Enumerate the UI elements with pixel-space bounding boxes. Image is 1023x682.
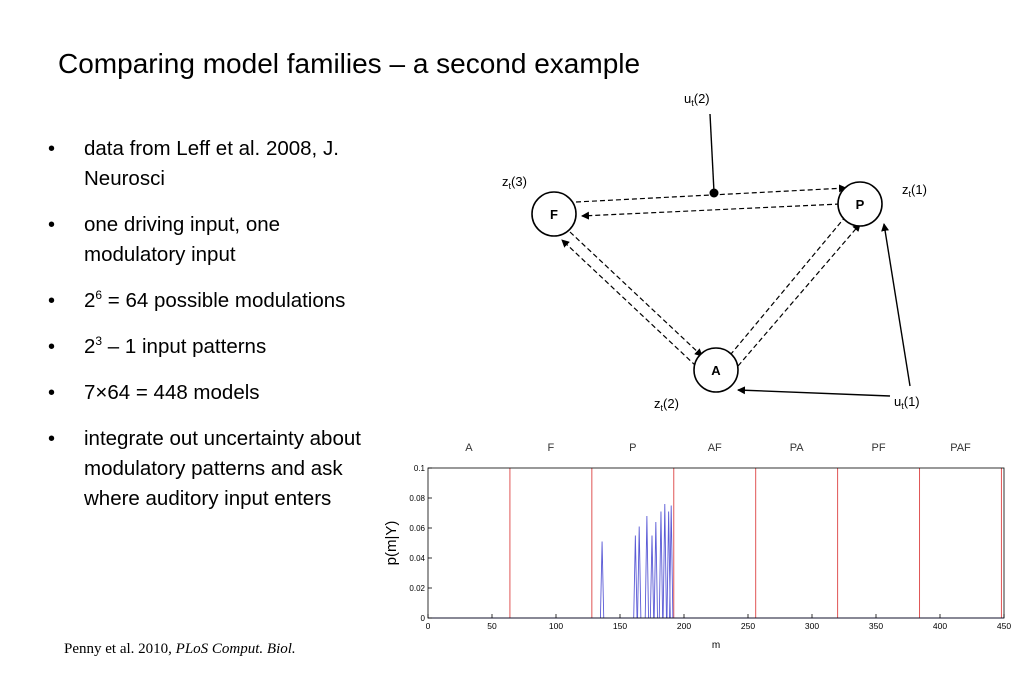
modulation-dot bbox=[709, 188, 719, 198]
bullet-item: one driving input, one modulatory input bbox=[44, 210, 364, 270]
family-label: F bbox=[548, 442, 555, 454]
x-tick-label: 250 bbox=[741, 621, 755, 631]
x-axis-label: m bbox=[712, 640, 720, 651]
x-tick-label: 300 bbox=[805, 621, 819, 631]
family-label: AF bbox=[708, 442, 722, 454]
input-label-u2: ut(2) bbox=[684, 91, 710, 108]
probability-peak bbox=[637, 526, 642, 619]
node-a: A bbox=[693, 347, 739, 393]
bullet-text: 7×64 = 448 models bbox=[84, 381, 260, 404]
y-tick-label: 0.04 bbox=[409, 554, 425, 563]
bullet-base: 2 bbox=[84, 289, 96, 312]
probability-peak bbox=[644, 515, 649, 619]
probability-peak bbox=[599, 541, 605, 619]
x-tick-label: 450 bbox=[997, 621, 1011, 631]
driving-input-to-p bbox=[881, 223, 911, 387]
y-tick-label: 0.1 bbox=[414, 464, 426, 473]
bullet-text: one driving input, one modulatory input bbox=[84, 213, 281, 266]
citation: Penny et al. 2010, PLoS Comput. Biol. bbox=[64, 641, 296, 658]
connection-f-to-a bbox=[569, 231, 703, 357]
region-input-label-f: zt(3) bbox=[502, 174, 527, 191]
family-label: PAF bbox=[950, 442, 971, 454]
bullet-rest: = 64 possible modulations bbox=[102, 289, 346, 312]
dcm-network-diagram: ut(2) ut(1) F P A zt(3) zt(1) zt(2) bbox=[502, 91, 927, 413]
probability-peak bbox=[649, 535, 655, 619]
input-label-u1: ut(1) bbox=[894, 394, 920, 411]
bullet-text: data from Leff et al. 2008, J. Neurosci bbox=[84, 137, 339, 190]
region-input-label-a: zt(2) bbox=[654, 396, 679, 413]
x-tick-label: 200 bbox=[677, 621, 691, 631]
bullet-exponent: 3 bbox=[95, 334, 103, 349]
x-tick-label: 150 bbox=[613, 621, 627, 631]
y-tick-label: 0.06 bbox=[409, 524, 425, 533]
x-tick-label: 100 bbox=[549, 621, 563, 631]
connection-a-to-p bbox=[737, 223, 861, 367]
probability-peak bbox=[633, 535, 638, 619]
x-tick-label: 350 bbox=[869, 621, 883, 631]
connection-p-to-f bbox=[581, 203, 841, 220]
connection-a-to-f bbox=[561, 239, 697, 367]
bullet-item: integrate out uncertainty about modulato… bbox=[44, 424, 364, 514]
node-a-label: A bbox=[711, 363, 721, 378]
bullet-base: 2 bbox=[84, 335, 96, 358]
bullet-item: data from Leff et al. 2008, J. Neurosci bbox=[44, 134, 364, 194]
bullet-rest: – 1 input patterns bbox=[102, 335, 267, 358]
driving-input-to-a bbox=[737, 386, 891, 397]
y-axis-label: p(m|Y) bbox=[383, 521, 400, 566]
y-tick-label: 0.08 bbox=[409, 494, 425, 503]
y-tick-label: 0.02 bbox=[409, 584, 425, 593]
probability-peak bbox=[662, 503, 667, 619]
node-p-label: P bbox=[856, 197, 865, 212]
probability-peak bbox=[669, 505, 674, 619]
family-label: PA bbox=[790, 442, 805, 454]
connection-f-to-p bbox=[575, 184, 847, 203]
family-label: PF bbox=[872, 442, 886, 454]
node-f-label: F bbox=[550, 207, 558, 222]
probability-peak bbox=[653, 521, 658, 619]
family-label: P bbox=[629, 442, 636, 454]
x-tick-label: 0 bbox=[426, 621, 431, 631]
y-tick-label: 0 bbox=[421, 614, 426, 623]
modulatory-input-line bbox=[709, 113, 715, 193]
x-tick-label: 400 bbox=[933, 621, 947, 631]
bullet-item: 23 – 1 input patterns bbox=[44, 332, 364, 362]
bullet-item: 26 = 64 possible modulations bbox=[44, 286, 364, 316]
x-tick-label: 50 bbox=[487, 621, 497, 631]
bullet-item: 7×64 = 448 models bbox=[44, 378, 364, 408]
citation-journal: PLoS Comput. Biol. bbox=[175, 641, 296, 657]
bullet-list: data from Leff et al. 2008, J. Neurosci … bbox=[44, 134, 364, 530]
family-label: A bbox=[465, 442, 473, 454]
bullet-text: integrate out uncertainty about modulato… bbox=[84, 427, 361, 510]
region-input-label-p: zt(1) bbox=[902, 182, 927, 199]
citation-authors: Penny et al. 2010, bbox=[64, 641, 176, 657]
slide-title: Comparing model families – a second exam… bbox=[58, 48, 641, 79]
plot-frame bbox=[427, 467, 1005, 619]
probability-peak bbox=[658, 511, 664, 619]
connection-p-to-a bbox=[725, 215, 847, 361]
node-f: F bbox=[531, 191, 577, 237]
bullet-exponent: 6 bbox=[95, 288, 103, 303]
node-p: P bbox=[837, 181, 883, 227]
